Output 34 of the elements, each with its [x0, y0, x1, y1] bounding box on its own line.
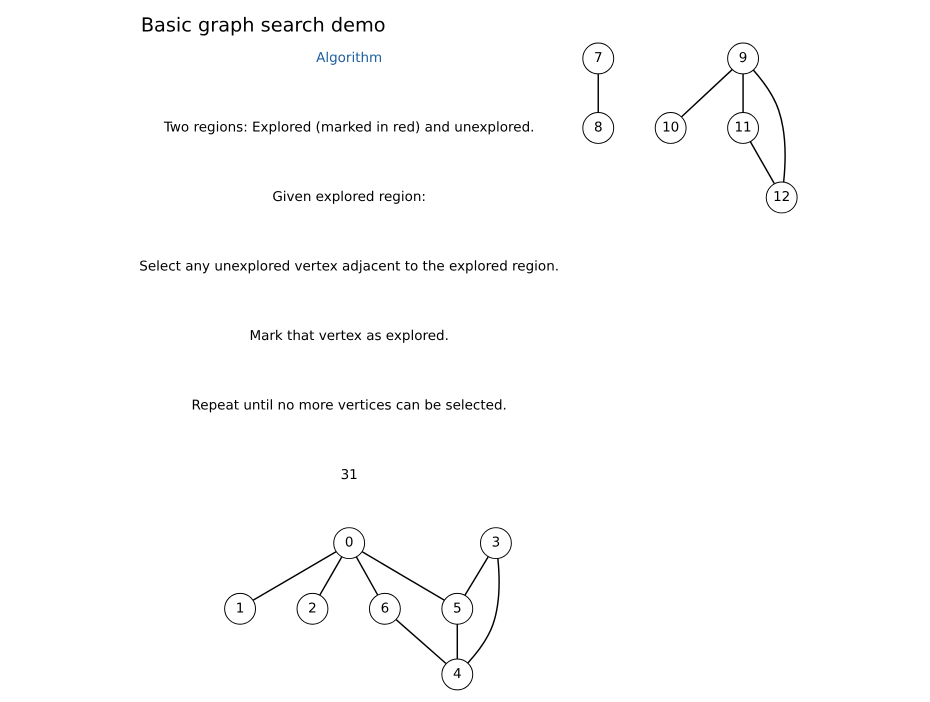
connector: [252, 551, 336, 601]
connector: [752, 70, 786, 182]
label: Select any unexplored vertex adjacent to the explored region.: [138, 258, 559, 275]
connector: [318, 556, 342, 596]
connector: [456, 624, 458, 659]
label: Given explored region:: [272, 189, 426, 206]
node-circle: 6: [368, 592, 400, 625]
label: Algorithm: [316, 50, 382, 66]
node-circle: 4: [440, 658, 473, 690]
node-circle: 5: [440, 592, 473, 625]
node-circle: 0: [332, 527, 365, 560]
node-circle: 8: [582, 112, 614, 144]
connector: [466, 558, 500, 664]
node-circle: 1: [224, 592, 256, 625]
node-circle: 2: [296, 592, 328, 625]
connector: [355, 556, 378, 596]
connector: [742, 74, 744, 112]
node-circle: 12: [765, 182, 798, 214]
connector: [597, 74, 598, 112]
diagram-title: Basic graph search demo: [140, 13, 386, 36]
label: Mark that vertex as explored.: [248, 328, 448, 344]
connector: [395, 619, 446, 664]
connector: [464, 556, 488, 596]
node-circle: 10: [654, 112, 686, 144]
connector: [362, 551, 444, 601]
connector: [749, 141, 774, 184]
node-circle: 11: [726, 112, 758, 144]
node-circle: 9: [726, 42, 758, 74]
label: Two regions: Explored (marked in red) and unexplored.: [163, 120, 534, 136]
label: 31: [340, 467, 358, 484]
node-circle: 3: [479, 527, 512, 560]
node-circle: 7: [582, 42, 614, 74]
label: Repeat until no more vertices can be selected.: [191, 398, 506, 414]
connector: [680, 69, 732, 118]
